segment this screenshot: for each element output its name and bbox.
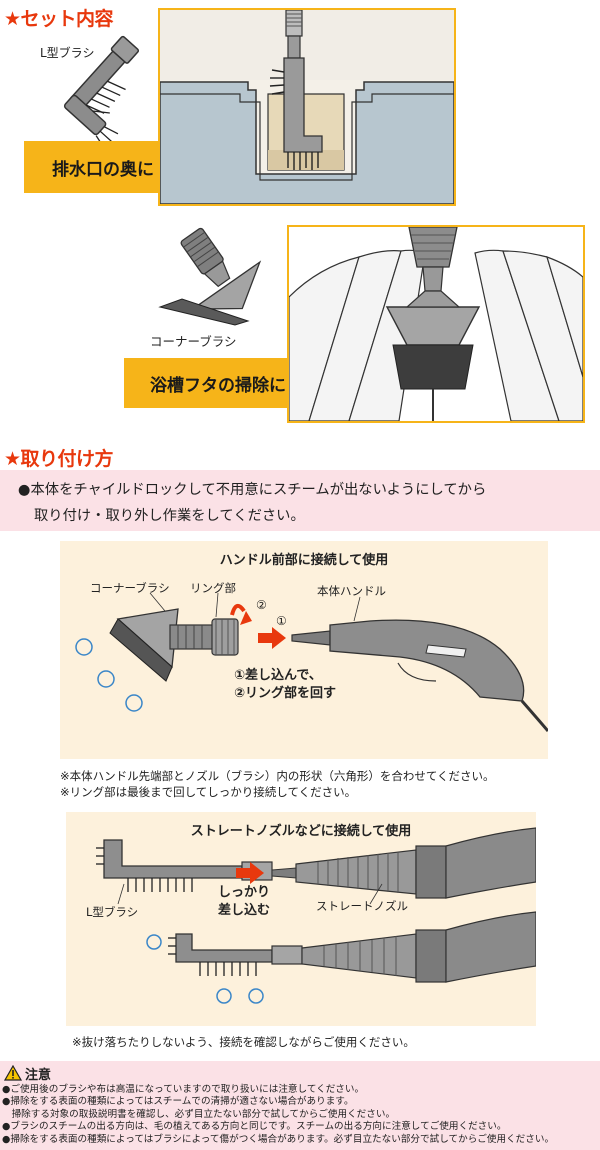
corner-brush-caption: 浴槽フタの掃除に bbox=[124, 358, 312, 408]
l-brush-label: L型ブラシ bbox=[40, 46, 95, 60]
attach-warning-band: ●本体をチャイルドロックして不用意にスチームが出ないようにしてから 取り付け・取… bbox=[0, 470, 600, 531]
set-contents-heading: ★セット内容 bbox=[4, 8, 114, 30]
l-brush-part-label: L型ブラシ bbox=[86, 905, 139, 919]
caution-title: 注意 bbox=[25, 1068, 52, 1083]
l-brush-caption: 排水口の奥に bbox=[24, 141, 182, 193]
caution-line: ●掃除をする表面の種類によってはブラシによって傷がつく場合があります。必ず目立た… bbox=[2, 1133, 555, 1145]
handle-attach-title: ハンドル前部に接続して使用 bbox=[219, 553, 389, 568]
caution-line: ●掃除をする表面の種類によってはスチームでの清掃が適さない場合があります。 bbox=[2, 1096, 354, 1108]
bath-lid-illustration bbox=[289, 227, 583, 421]
attach-heading: ★取り付け方 bbox=[4, 448, 114, 470]
handle-attach-diagram: ② ① bbox=[75, 592, 548, 732]
nozzle-attach-instruction-2: 差し込む bbox=[218, 903, 271, 918]
caution-line: ●ブラシのスチームの出る方向は、毛の植えてある方向と同じです。スチームの出る方向… bbox=[2, 1121, 507, 1133]
caution-line: ●ご使用後のブラシや布は高温になっていますので取り扱いには注意してください。 bbox=[2, 1084, 365, 1095]
caution-list: ●ご使用後のブラシや布は高温になっていますので取り扱いには注意してください。 ●… bbox=[2, 1084, 554, 1146]
handle-note-line2: ※リング部は最後まで回してしっかり接続してください。 bbox=[60, 785, 357, 799]
nozzle-attach-title: ストレートノズルなどに接続して使用 bbox=[190, 824, 412, 839]
caution-box: 注意 ●ご使用後のブラシや布は高温になっていますので取り扱いには注意してください… bbox=[0, 1061, 600, 1150]
nozzle-attach-instruction-1: しっかり bbox=[218, 885, 271, 900]
handle-note-line1: ※本体ハンドル先端部とノズル（ブラシ）内の形状（六角形）を合わせてください。 bbox=[60, 769, 495, 783]
drain-illustration-frame bbox=[158, 8, 456, 206]
corner-brush-label: コーナーブラシ bbox=[150, 334, 237, 349]
step2-marker: ② bbox=[256, 598, 267, 612]
main-handle-label: 本体ハンドル bbox=[317, 584, 386, 598]
attach-warning-line1: ●本体をチャイルドロックして不用意にスチームが出ないようにしてから bbox=[18, 482, 487, 498]
nozzle-note: ※抜け落ちたりしないよう、接続を確認しながらご使用ください。 bbox=[72, 1035, 415, 1049]
caution-line: 掃除する対象の取扱説明書を確認し、必ず目立たない部分で試してからご使用ください。 bbox=[2, 1108, 396, 1120]
nozzle-attach-panel: ストレートノズルなどに接続して使用 bbox=[66, 812, 536, 1026]
handle-attach-panel: ハンドル前部に接続して使用 コーナーブラシ リング部 本体ハンドル ② ① bbox=[60, 541, 548, 759]
handle-attach-instruction-2: ②リング部を回す bbox=[234, 686, 337, 701]
attach-warning-line2: 取り付け・取り外し作業をしてください。 bbox=[34, 508, 305, 524]
ring-part-label: リング部 bbox=[190, 581, 236, 595]
warning-triangle-icon bbox=[4, 1065, 22, 1081]
nozzle-attach-diagram bbox=[96, 827, 536, 1004]
corner-brush-illustration bbox=[158, 227, 262, 326]
drain-illustration bbox=[160, 10, 454, 204]
handle-attach-instruction-1: ①差し込んで、 bbox=[234, 668, 322, 683]
bath-lid-illustration-frame bbox=[287, 225, 585, 423]
l-brush-illustration bbox=[63, 35, 140, 143]
straight-nozzle-label: ストレートノズル bbox=[316, 899, 408, 913]
corner-brush-part-label: コーナーブラシ bbox=[90, 581, 170, 595]
step1-marker: ① bbox=[276, 614, 287, 628]
